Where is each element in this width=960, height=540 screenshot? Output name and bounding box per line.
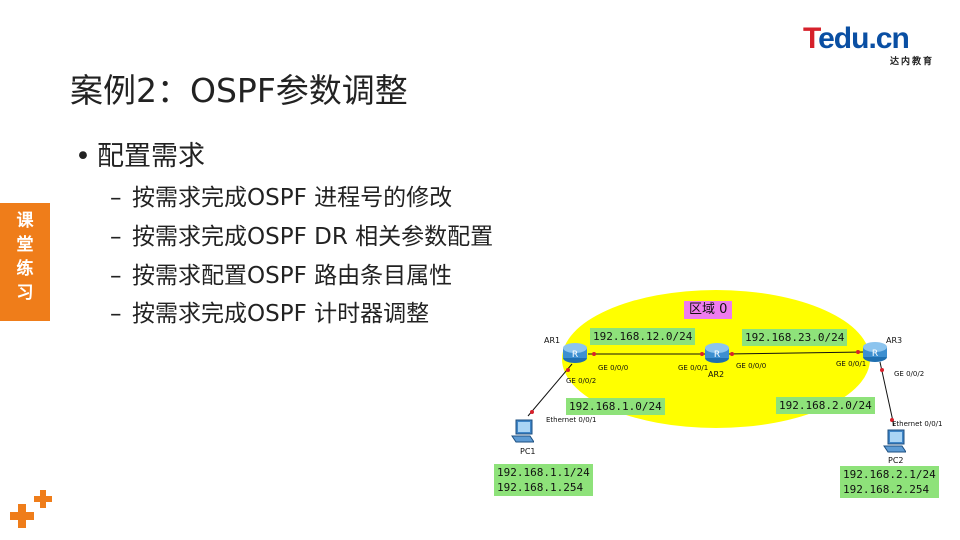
- pc1-gateway: 192.168.1.254: [497, 481, 584, 494]
- network-label-12: 192.168.12.0/24: [590, 328, 696, 345]
- network-label-2: 192.168.2.0/24: [776, 397, 875, 414]
- device-label-pc1: PC1: [520, 447, 536, 456]
- pc1-ip: 192.168.1.1/24: [497, 466, 590, 479]
- pc1-address-block: 192.168.1.1/24 192.168.1.254: [494, 464, 593, 496]
- link-ar1-pc1: [527, 363, 573, 417]
- pc2-address-block: 192.168.2.1/24 192.168.2.254: [840, 466, 939, 498]
- topology-links: [527, 290, 895, 428]
- router-icon: R: [705, 343, 729, 363]
- device-label-ar2: AR2: [708, 370, 725, 379]
- interface-label: GE 0/0/0: [736, 362, 767, 370]
- port-dot: [566, 368, 570, 372]
- device-label-pc2: PC2: [888, 456, 904, 465]
- bullet-config-requirements: •配置需求: [75, 134, 205, 173]
- port-dot: [530, 410, 534, 414]
- router-icon: R: [563, 343, 587, 363]
- network-label-23: 192.168.23.0/24: [742, 329, 848, 346]
- classroom-exercise-tab: 课 堂 练 习: [0, 203, 50, 321]
- interface-label: GE 0/0/1: [678, 364, 709, 372]
- plus-decoration-icon: [10, 490, 52, 528]
- bullet-text: 配置需求: [97, 141, 205, 172]
- pc2-ip: 192.168.2.1/24: [843, 468, 936, 481]
- device-label-ar1: AR1: [544, 336, 561, 345]
- sub-item: –按需求完成OSPF 进程号的修改: [110, 185, 453, 211]
- port-dot: [592, 352, 596, 356]
- device-label-ar3: AR3: [886, 336, 903, 345]
- sub-item: –按需求完成OSPF DR 相关参数配置: [110, 224, 494, 250]
- interface-label: GE 0/0/2: [894, 370, 925, 378]
- ospf-topology-diagram: 区域 0 R R R AR1 AR2 AR3 PC1 PC2 GE 0/0/0 …: [490, 288, 960, 540]
- port-dot: [880, 368, 884, 372]
- svg-text:R: R: [714, 350, 720, 360]
- port-dot: [890, 418, 894, 422]
- router-icon: R: [863, 342, 887, 362]
- svg-text:R: R: [872, 349, 878, 359]
- link-ar2-ar3: [725, 351, 865, 355]
- pc2-gateway: 192.168.2.254: [843, 483, 930, 496]
- port-dot: [700, 352, 704, 356]
- interface-label: GE 0/0/0: [598, 364, 629, 372]
- interface-label: Ethernet 0/0/1: [546, 416, 597, 424]
- interface-label: GE 0/0/1: [836, 360, 867, 368]
- network-label-1: 192.168.1.0/24: [566, 398, 665, 415]
- area-0-label: 区域 0: [684, 301, 733, 319]
- sub-item: –按需求配置OSPF 路由条目属性: [110, 263, 453, 289]
- pc-icon: [511, 419, 534, 443]
- tedu-logo: Tedu.cn 达内教育: [803, 22, 938, 70]
- pc-icon: [883, 429, 906, 453]
- interface-label: GE 0/0/2: [566, 377, 597, 385]
- link-ar3-pc2: [879, 361, 895, 427]
- bullet-marker: •: [75, 141, 91, 172]
- slide-title: 案例2：OSPF参数调整: [70, 71, 408, 110]
- port-dot: [856, 350, 860, 354]
- logo-wordmark: Tedu.cn: [803, 22, 910, 55]
- port-dot: [730, 352, 734, 356]
- logo-subtitle: 达内教育: [889, 57, 934, 67]
- interface-label: Ethernet 0/0/1: [892, 420, 943, 428]
- svg-text:R: R: [572, 350, 578, 360]
- sub-item: –按需求完成OSPF 计时器调整: [110, 301, 430, 327]
